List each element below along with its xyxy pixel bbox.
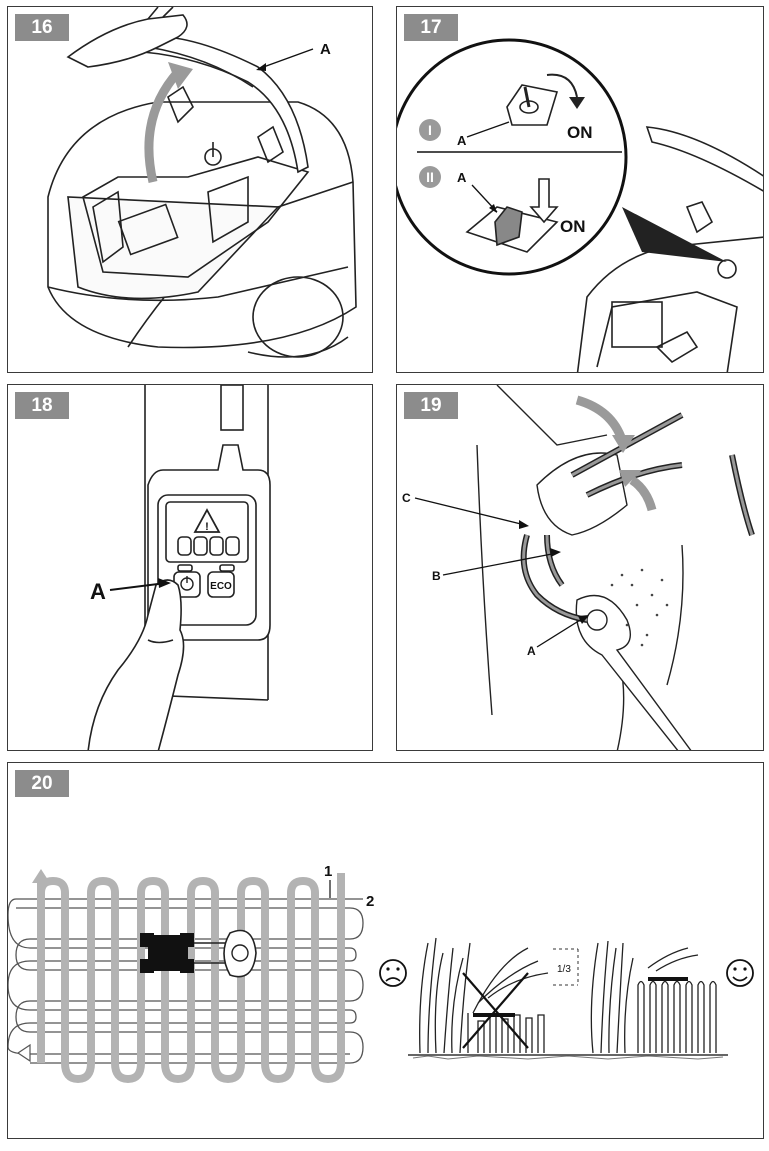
figure-18: ! ECO 0000 A 18 — [7, 384, 373, 751]
fraction-label: 1/3 — [557, 964, 571, 975]
label-b: B — [432, 569, 441, 583]
figure-number: 17 — [404, 14, 458, 41]
mower-lid-open-illustration: A — [47, 7, 357, 358]
mowing-pattern-illustration: 1 2 — [8, 863, 754, 1084]
control-panel-illustration: ! ECO 0000 A — [87, 385, 271, 750]
figure-number: 20 — [15, 770, 69, 797]
label-2: 2 — [366, 893, 374, 910]
step-roman-2: II — [426, 169, 434, 185]
figure-number: 18 — [15, 392, 69, 419]
switch-on-illustration: I II A ON A ON — [397, 38, 763, 372]
figure-number: 16 — [15, 14, 69, 41]
label-c: C — [402, 491, 411, 505]
step-roman-1: I — [428, 122, 432, 138]
label-a: A — [90, 579, 106, 604]
figure-16: A 16 — [7, 6, 373, 373]
label-a: A — [320, 41, 331, 58]
on-label-1: ON — [567, 123, 593, 142]
svg-text:!: ! — [205, 521, 209, 533]
label-1: 1 — [324, 863, 332, 880]
figure-20: 1 2 — [7, 762, 764, 1139]
label-a-1: A — [457, 133, 467, 148]
on-label-2: ON — [560, 217, 586, 236]
figure-number: 19 — [404, 392, 458, 419]
eco-button-label: ECO — [210, 581, 232, 592]
cleaning-illustration: C B A — [402, 385, 755, 750]
figure-19: C B A 19 — [396, 384, 764, 751]
label-a-2: A — [457, 170, 467, 185]
label-a: A — [527, 644, 536, 658]
figure-17: I II A ON A ON 17 — [396, 6, 764, 373]
